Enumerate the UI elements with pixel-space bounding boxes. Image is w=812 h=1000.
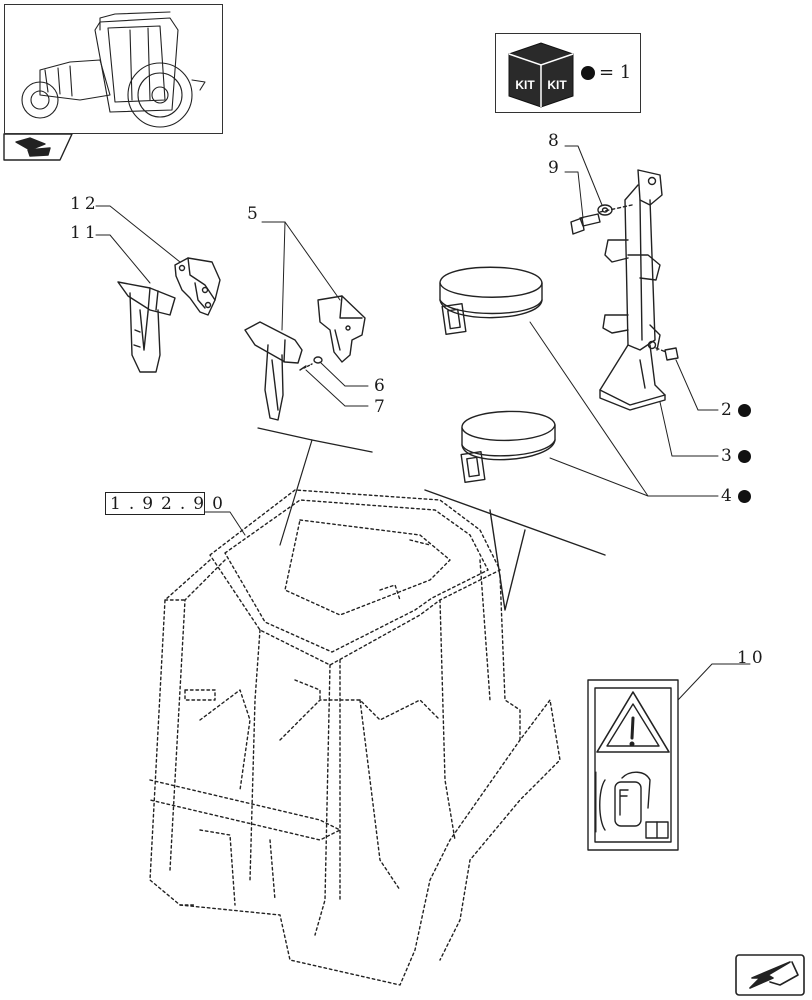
callout-4: 4	[721, 488, 751, 505]
callout-2-number: 2	[721, 400, 736, 420]
callout-10: 10	[737, 648, 767, 668]
callout-7: 7	[374, 397, 389, 417]
warning-decal-part-10	[587, 679, 679, 851]
strap-upper	[439, 266, 543, 335]
callout-2: 2	[721, 402, 751, 419]
next-page-arrow-icon	[735, 954, 805, 996]
kit-dot-icon	[581, 66, 595, 80]
kit-legend: = 1	[579, 62, 631, 83]
latch-part-12	[174, 257, 221, 316]
kit-legend-text: = 1	[599, 62, 632, 83]
callout-12: 12	[70, 194, 100, 214]
kit-dot-icon	[737, 404, 751, 417]
kit-box-icon: KIT KIT	[508, 42, 574, 108]
callout-5: 5	[247, 204, 262, 224]
reference-label[interactable]: 1.92.90	[110, 494, 231, 514]
bracket-part-5	[317, 295, 366, 363]
callout-4-number: 4	[721, 486, 736, 506]
tractor-thumbnail	[21, 11, 206, 128]
handle-part-5	[244, 321, 303, 421]
kit-dot-icon	[737, 450, 751, 463]
callout-11: 11	[70, 223, 100, 243]
callout-3-number: 3	[721, 446, 736, 466]
kit-badge-left: KIT	[515, 78, 535, 92]
cab-frame	[149, 489, 561, 986]
handle-part-11	[117, 281, 176, 373]
callout-6: 6	[374, 376, 389, 396]
next-page-button[interactable]	[736, 955, 804, 995]
section-tab-icon	[3, 133, 73, 161]
reference-box[interactable]	[105, 492, 205, 515]
callout-8: 8	[548, 131, 563, 151]
strap-lower	[460, 410, 556, 483]
tractor-thumbnail-frame	[4, 4, 223, 134]
extinguisher-bracket	[570, 169, 679, 411]
leader-lines	[95, 145, 751, 701]
section-tab-button[interactable]	[4, 134, 72, 160]
callout-3: 3	[721, 448, 751, 465]
kit-badge-right: KIT	[547, 78, 567, 92]
callout-9: 9	[548, 158, 563, 178]
kit-dot-icon	[737, 490, 751, 503]
